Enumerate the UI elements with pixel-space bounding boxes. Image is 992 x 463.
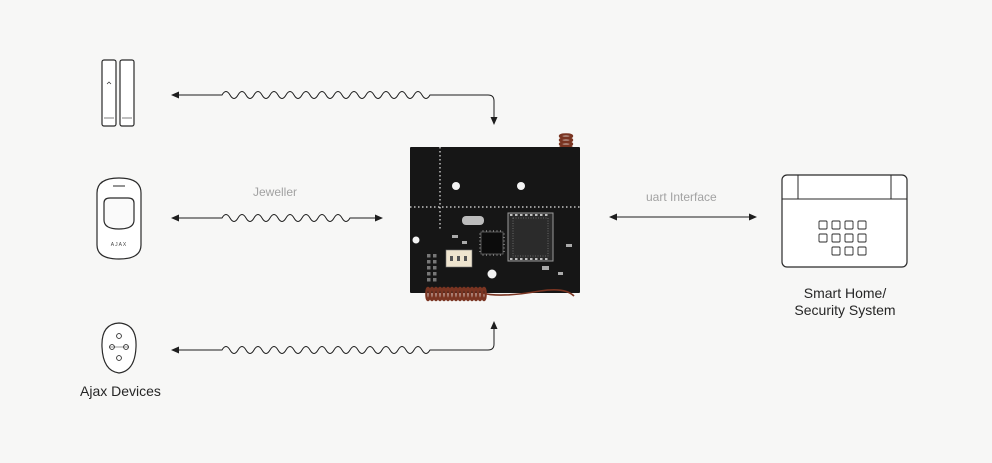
uartbridge-board bbox=[410, 133, 580, 302]
security-panel-icon bbox=[781, 174, 908, 268]
uart-interface-label: uart Interface bbox=[646, 190, 717, 204]
ajax-devices-label: Ajax Devices bbox=[80, 383, 161, 399]
radio-link-middle bbox=[171, 214, 383, 222]
keyfob-icon bbox=[101, 322, 137, 374]
smart-home-label-line2: Security System bbox=[794, 302, 896, 318]
radio-link-top bbox=[171, 91, 498, 125]
antenna-bottom bbox=[425, 286, 487, 302]
motion-sensor-brand: AJAX bbox=[111, 242, 128, 248]
smart-home-label: Smart Home/ Security System bbox=[785, 285, 905, 319]
motion-sensor-icon: AJAX bbox=[96, 177, 142, 260]
radio-link-bottom bbox=[171, 321, 498, 354]
door-sensor-icon bbox=[101, 59, 135, 127]
smart-home-label-line1: Smart Home/ bbox=[803, 285, 887, 301]
jeweller-label: Jeweller bbox=[253, 185, 298, 199]
